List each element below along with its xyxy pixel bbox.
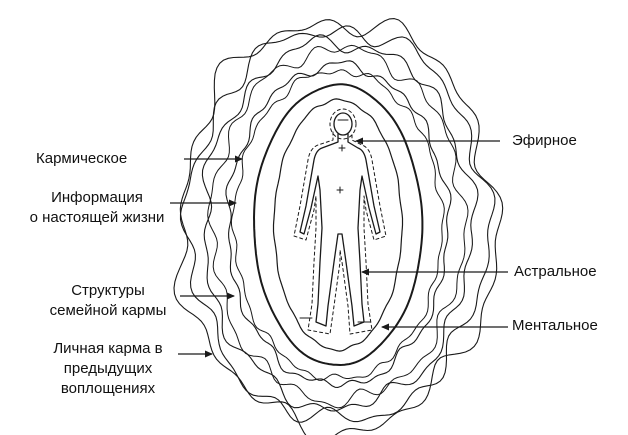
label-personal-karma: Личная карма в предыдущих воплощениях	[38, 339, 178, 399]
label-personal-karma-line1: Личная карма в	[53, 340, 163, 357]
label-personal-karma-line2: предыдущих	[63, 360, 153, 377]
layer-current-life	[225, 60, 452, 388]
layer-personal-karma-outer	[173, 18, 504, 435]
arrows	[170, 137, 508, 358]
layer-mental	[253, 83, 424, 366]
figure-body-outline	[299, 133, 381, 327]
label-current-life-line1: Информация	[51, 189, 143, 206]
label-mental-text: Ментальное	[512, 317, 598, 334]
layer-astral	[272, 98, 404, 352]
label-family-karma-line1: Структуры	[71, 282, 145, 299]
label-karmic-text: Кармическое	[36, 150, 128, 167]
label-mental: Ментальное	[512, 316, 598, 336]
label-current-life-line2: о настоящей жизни	[29, 209, 165, 226]
label-karmic: Кармическое	[36, 149, 127, 169]
label-personal-karma-line3: воплощениях	[60, 380, 156, 397]
label-etheric: Эфирное	[512, 131, 577, 151]
layer-family-karma	[201, 34, 479, 412]
aura-layers	[173, 18, 504, 435]
layer-personal-karma	[179, 25, 496, 423]
etheric-outline	[293, 131, 387, 335]
layer-family-karma-inner	[207, 44, 469, 409]
label-family-karma: Структуры семейной кармы	[36, 281, 180, 321]
label-astral: Астральное	[514, 262, 597, 282]
label-astral-text: Астральное	[514, 263, 597, 280]
human-figure	[293, 108, 387, 335]
layer-karmic	[230, 69, 445, 381]
label-family-karma-line2: семейной кармы	[49, 302, 167, 319]
label-current-life: Информация о настоящей жизни	[22, 188, 172, 228]
label-etheric-text: Эфирное	[512, 132, 577, 149]
figure-head	[333, 112, 353, 136]
